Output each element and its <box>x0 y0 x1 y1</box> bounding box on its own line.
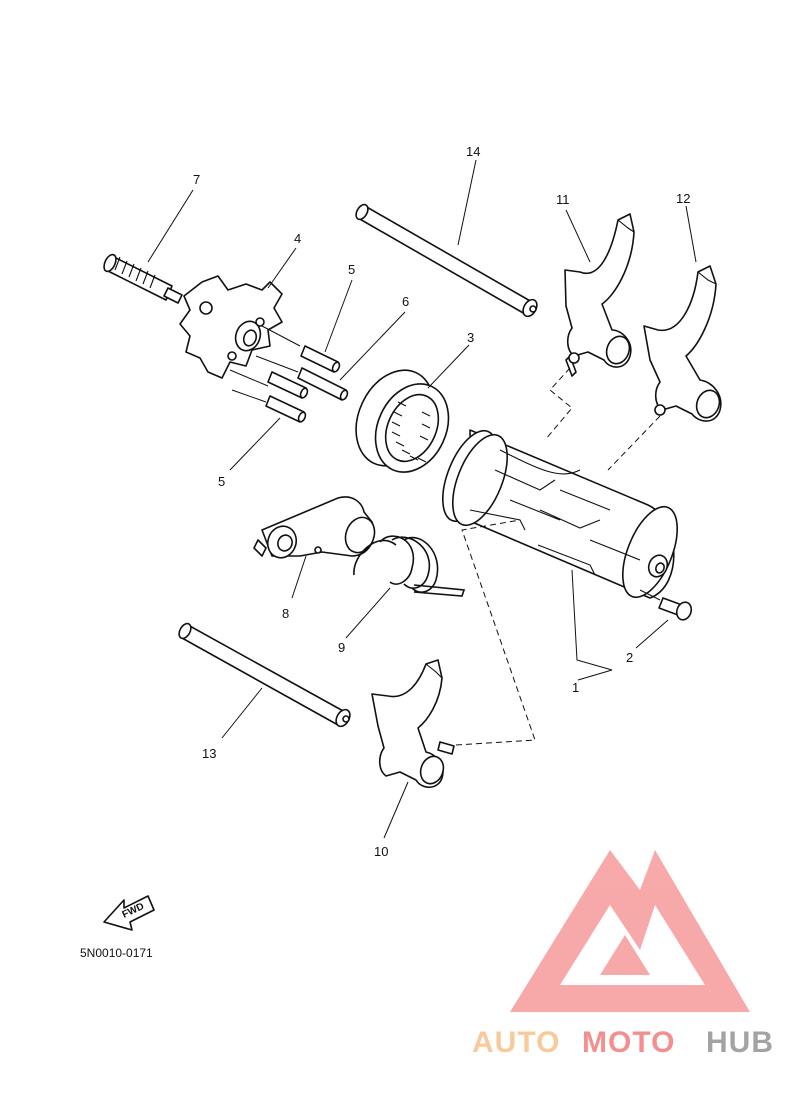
drawing-code: 5N0010-0171 <box>80 946 153 960</box>
shift-rod-13 <box>178 622 351 728</box>
label-4: 4 <box>294 231 301 246</box>
watermark-logo <box>510 850 750 1012</box>
fwd-arrow-icon: FWD <box>103 895 155 931</box>
label-5-lower: 5 <box>218 474 225 489</box>
callout-labels: 1 2 3 4 5 5 6 7 8 9 10 11 12 13 14 <box>193 144 690 859</box>
label-1: 1 <box>572 680 579 695</box>
shift-rod-14 <box>355 203 538 318</box>
label-3: 3 <box>467 330 474 345</box>
label-10: 10 <box>374 844 388 859</box>
pin-2 <box>639 589 693 621</box>
watermark-wordmark: AUTO MOTO HUB <box>472 1026 774 1059</box>
shift-drum-1 <box>442 429 678 599</box>
label-2: 2 <box>626 650 633 665</box>
watermark-auto: AUTO <box>472 1026 560 1059</box>
bolt-7 <box>103 253 183 304</box>
alignment-lines <box>455 367 661 746</box>
dowel-pins <box>229 325 349 423</box>
label-8: 8 <box>282 606 289 621</box>
label-9: 9 <box>338 640 345 655</box>
label-6: 6 <box>402 294 409 309</box>
label-14: 14 <box>466 144 480 159</box>
bearing-3 <box>355 369 450 473</box>
shift-fork-11 <box>564 213 635 377</box>
label-13: 13 <box>202 746 216 761</box>
watermark-moto: MOTO <box>582 1026 675 1059</box>
shift-fork-10 <box>371 659 455 789</box>
spring-9 <box>353 535 466 597</box>
label-7: 7 <box>193 172 200 187</box>
label-5-upper: 5 <box>348 262 355 277</box>
watermark-hub: HUB <box>706 1026 774 1059</box>
leader-lines <box>147 159 697 839</box>
label-12: 12 <box>676 191 690 206</box>
label-11: 11 <box>556 192 570 207</box>
stopper-lever-8 <box>253 496 376 559</box>
segment-4 <box>179 275 283 379</box>
shift-fork-12 <box>643 265 722 422</box>
